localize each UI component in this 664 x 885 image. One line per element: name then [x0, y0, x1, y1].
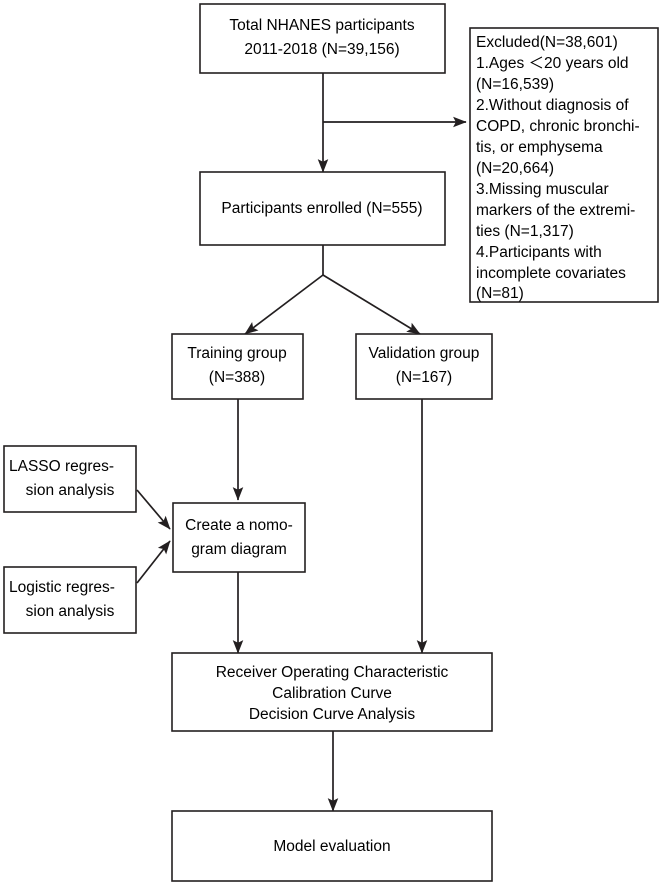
node-excluded-line-3: (N=16,539) — [476, 76, 554, 93]
node-model-evaluation — [171, 810, 493, 882]
edge-enrolled-to-training — [244, 274, 324, 335]
node-nomogram-line-2: gram diagram — [191, 541, 287, 558]
node-excluded-line-4: 2.Without diagnosis of — [476, 97, 629, 114]
node-excluded-line-11: 4.Participants with — [476, 244, 602, 261]
node-total-participants-line-1: Total NHANES participants — [229, 17, 414, 34]
node-evaluation-metrics-line-2: Calibration Curve — [272, 685, 392, 702]
node-evaluation-metrics-line-3: Decision Curve Analysis — [249, 706, 416, 723]
node-excluded-line-5: COPD, chronic bronchi- — [476, 118, 640, 135]
node-enrolled — [199, 171, 446, 246]
node-excluded-line-7: (N=20,664) — [476, 160, 554, 177]
node-nomogram-line-1: Create a nomo- — [185, 517, 293, 534]
node-excluded-line-6: tis, or emphysema — [476, 139, 603, 156]
node-total-participants — [199, 3, 446, 74]
node-nomogram — [172, 502, 306, 573]
node-training-group-line-1: Training group — [187, 345, 286, 362]
node-logistic-regression — [3, 566, 137, 634]
node-validation-group-line-1: Validation group — [369, 345, 480, 362]
node-logistic-regression-line-2: sion analysis — [26, 603, 115, 620]
node-validation-group — [355, 333, 493, 400]
node-lasso-regression-line-1: LASSO regres- — [9, 458, 114, 475]
node-excluded-line-8: 3.Missing muscular — [476, 181, 609, 198]
node-enrolled-label: Participants enrolled (N=555) — [221, 200, 422, 217]
node-excluded-line-12: incomplete covariates — [476, 265, 626, 282]
edge-logistic-to-nomogram — [136, 540, 171, 584]
node-excluded-line-10: ties (N=1,317) — [476, 223, 574, 240]
node-model-evaluation-label: Model evaluation — [273, 838, 390, 855]
node-total-participants-line-2: 2011-2018 (N=39,156) — [244, 41, 399, 58]
edge-enrolled-to-validation — [322, 274, 421, 335]
edge-lasso-to-nomogram — [136, 489, 171, 530]
node-evaluation-metrics — [171, 652, 493, 732]
node-lasso-regression-line-2: sion analysis — [26, 482, 115, 499]
node-training-group — [171, 333, 304, 400]
node-excluded — [469, 27, 659, 303]
node-evaluation-metrics-line-1: Receiver Operating Characteristic — [216, 664, 449, 681]
node-excluded-line-2: 1.Ages ＜20 years old — [476, 55, 629, 72]
node-excluded-line-9: markers of the extremi- — [476, 202, 635, 219]
node-logistic-regression-line-1: Logistic regres- — [9, 579, 115, 596]
node-lasso-regression — [3, 445, 137, 513]
node-excluded-line-13: (N=81) — [476, 285, 524, 302]
node-excluded-line-1: Excluded(N=38,601) — [476, 34, 618, 51]
node-training-group-line-2: (N=388) — [209, 369, 265, 386]
node-validation-group-line-2: (N=167) — [396, 369, 452, 386]
